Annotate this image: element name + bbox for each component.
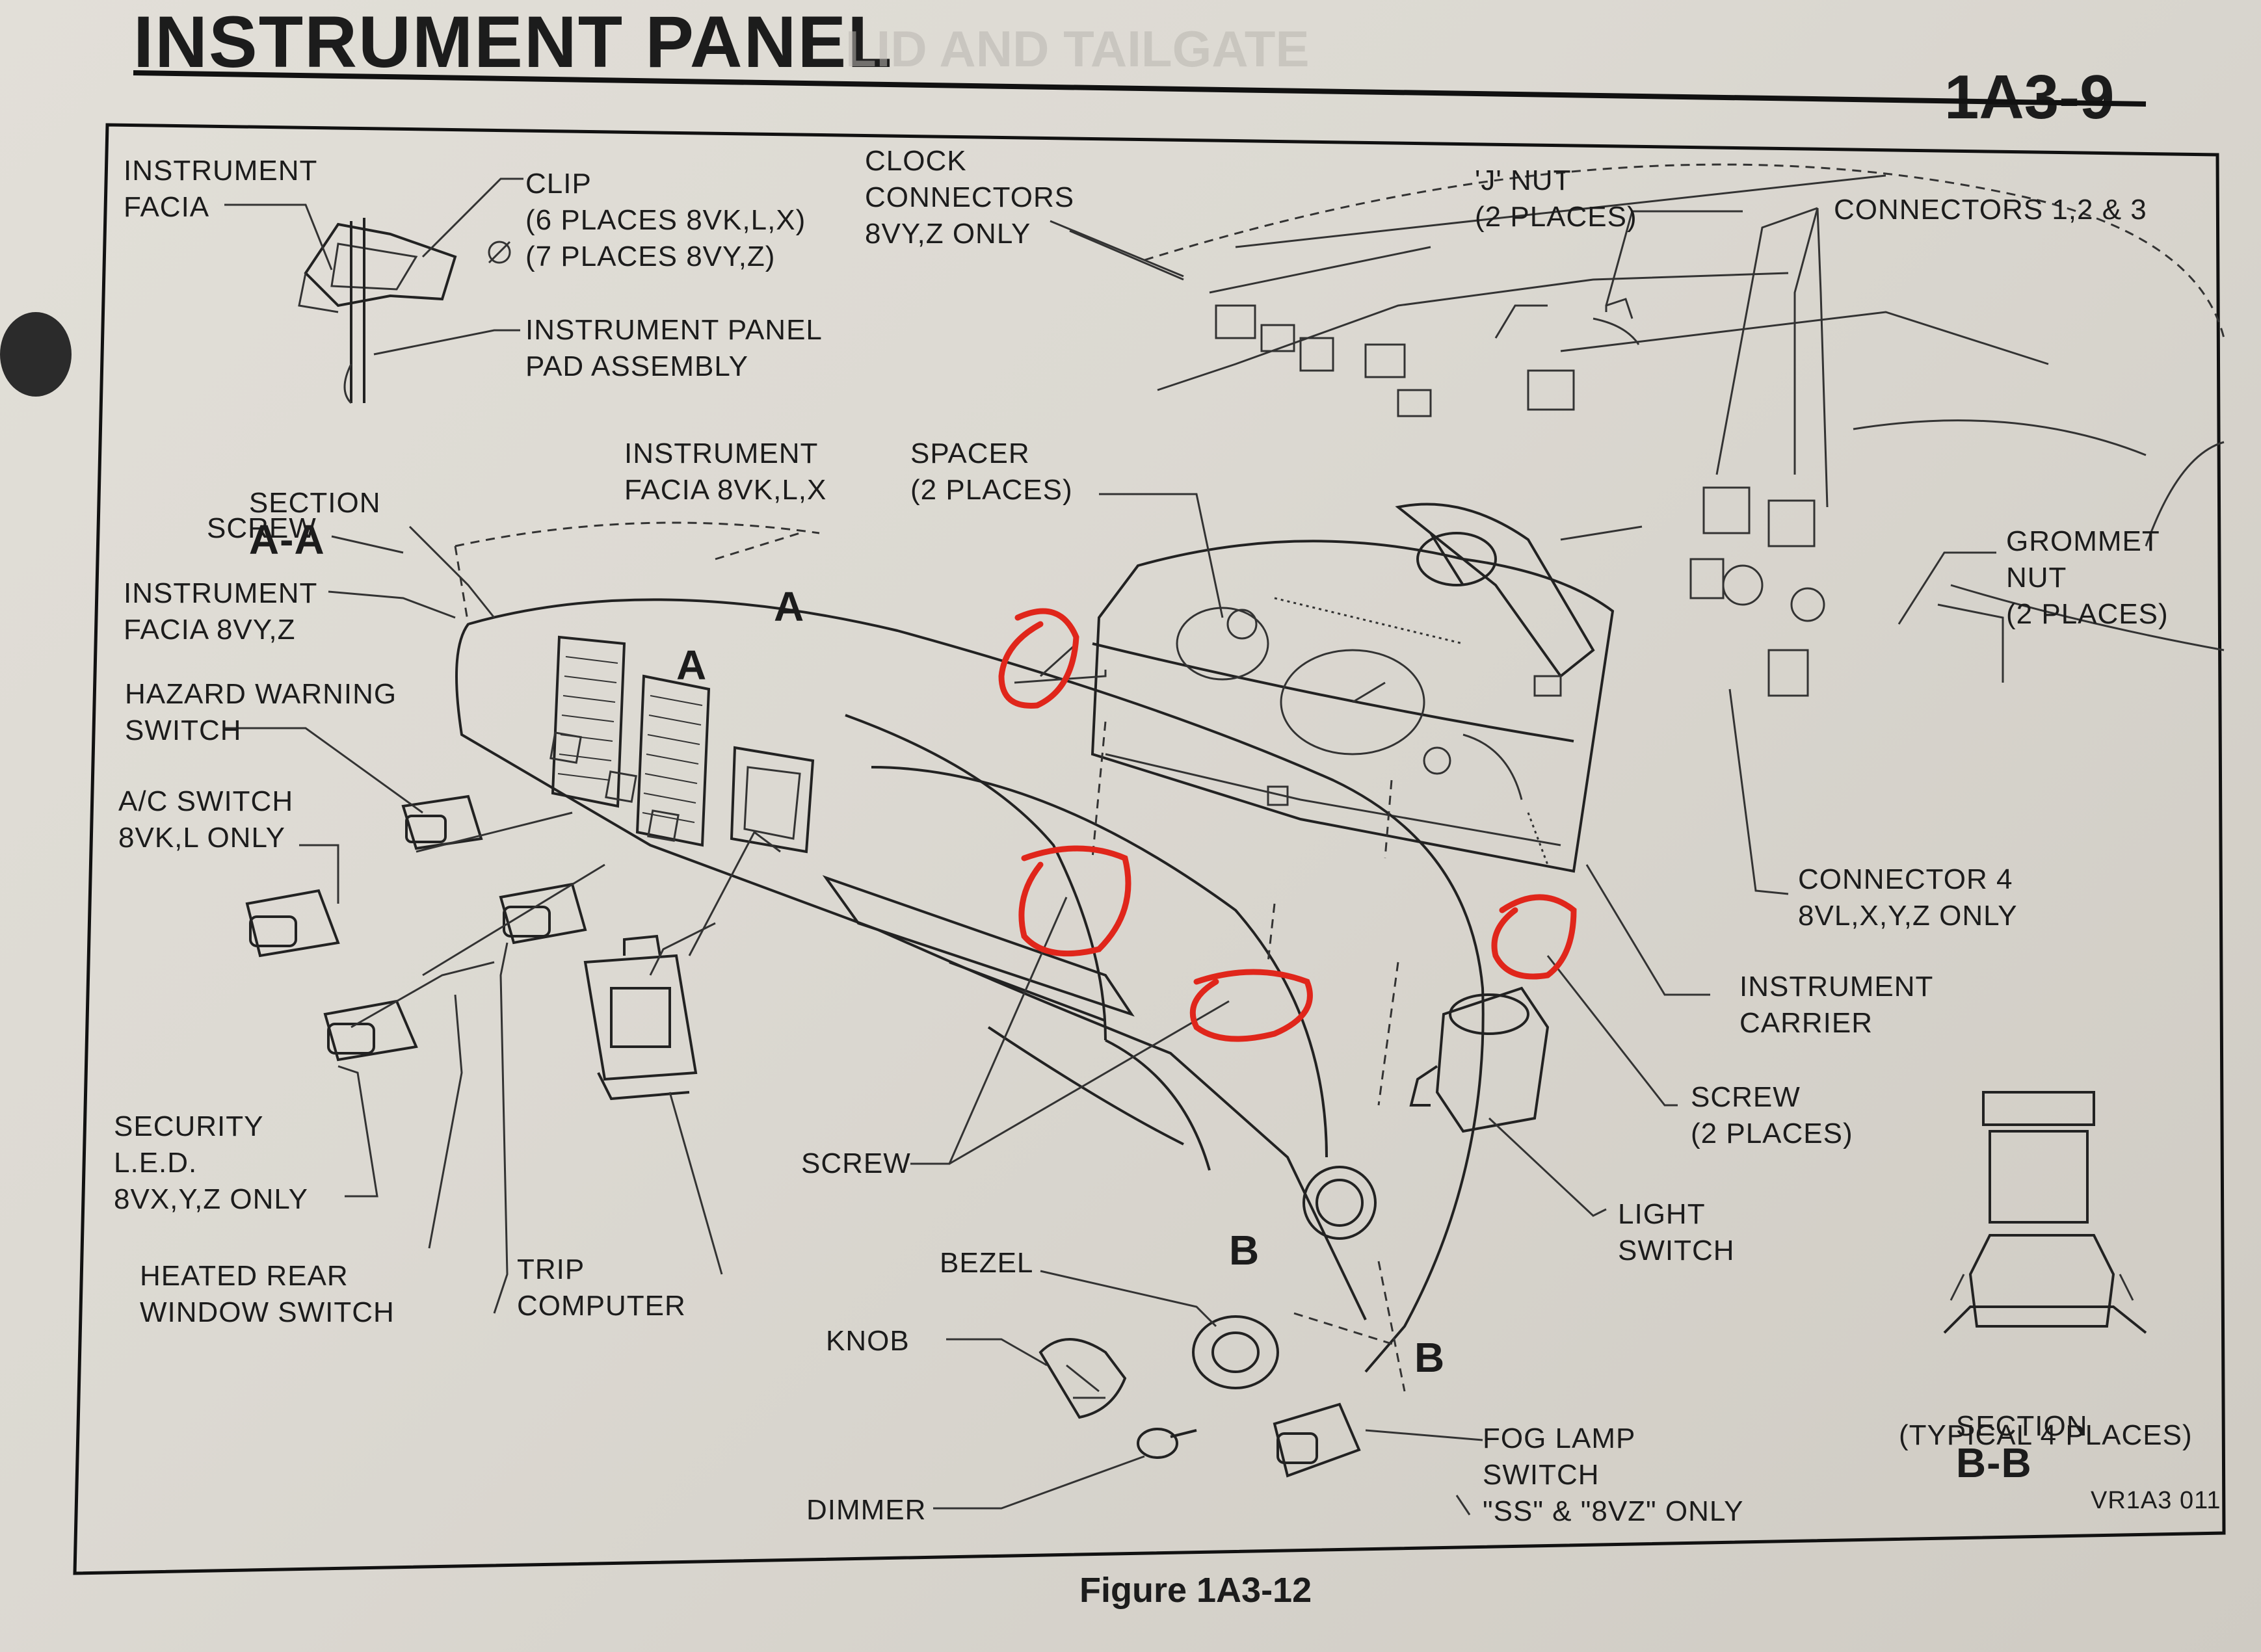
figure-caption: Figure 1A3-12 xyxy=(1079,1571,1312,1610)
instrument-cluster xyxy=(1091,540,1615,873)
figure-frame xyxy=(73,123,2226,1575)
section-aa-word: SECTION xyxy=(248,487,381,519)
section-marker-a1: A xyxy=(676,642,707,688)
right-leaders xyxy=(1050,207,1996,1107)
center-leaders xyxy=(715,493,1399,1165)
label-screw-center: SCREW xyxy=(801,1147,911,1179)
page-title: INSTRUMENT PANEL xyxy=(133,1,893,83)
page-number: 1A3-9 xyxy=(1944,62,2115,132)
red-circle-3 xyxy=(1189,969,1313,1042)
label-heated-rear: HEATED REAR WINDOW SWITCH xyxy=(140,1260,395,1328)
section-marker-a2: A xyxy=(774,583,805,630)
label-screw-left: SCREW xyxy=(207,512,317,544)
label-facia-8vklx: INSTRUMENT FACIA 8VK,L,X xyxy=(624,438,827,506)
binder-hole xyxy=(0,312,72,397)
label-section-bb-note: (TYPICAL 4 PLACES) xyxy=(1899,1419,2193,1451)
label-knob: KNOB xyxy=(826,1325,910,1357)
lower-parts xyxy=(933,1166,1483,1515)
instrument-facia xyxy=(454,521,1485,1373)
label-dimmer: DIMMER xyxy=(806,1494,927,1526)
dashboard-background xyxy=(1144,163,2225,697)
section-aa-letters: A-A xyxy=(248,516,325,563)
section-marker-b2: B xyxy=(1414,1334,1446,1381)
clip-detail xyxy=(298,218,457,404)
label-grommet-nut: GROMMET NUT (2 PLACES) xyxy=(2006,525,2169,630)
label-connectors: CONNECTORS 1,2 & 3 xyxy=(1834,194,2147,226)
label-clock-connectors: CLOCK CONNECTORS 8VY,Z ONLY xyxy=(865,145,1075,250)
section-bb-word: SECTION xyxy=(1955,1410,2088,1442)
label-bezel: BEZEL xyxy=(940,1247,1034,1279)
red-circle-4 xyxy=(1491,894,1577,980)
label-trip-computer: TRIP COMPUTER xyxy=(517,1253,686,1322)
label-fog-lamp: FOG LAMP SWITCH "SS" & "8VZ" ONLY xyxy=(1483,1423,1744,1527)
label-j-nut: 'J' NUT (2 PLACES) xyxy=(1475,164,1637,233)
section-bb-letters: B-B xyxy=(1955,1439,2032,1486)
red-circle-1 xyxy=(998,608,1079,709)
label-connector-4: CONNECTOR 4 8VL,X,Y,Z ONLY xyxy=(1798,863,2018,932)
label-instrument-facia: INSTRUMENT FACIA xyxy=(124,155,318,223)
label-hazard-switch: HAZARD WARNING SWITCH xyxy=(125,678,397,746)
label-clip: CLIP (6 PLACES 8VK,L,X) (7 PLACES 8VY,Z) xyxy=(525,168,806,272)
label-light-switch: LIGHT SWITCH xyxy=(1618,1198,1735,1266)
label-facia-8vyz: INSTRUMENT FACIA 8VY,Z xyxy=(124,577,318,646)
section-marker-b1: B xyxy=(1229,1227,1260,1274)
red-circle-2 xyxy=(1018,845,1131,957)
left-switches xyxy=(245,794,698,1101)
label-instrument-carrier: INSTRUMENT CARRIER xyxy=(1739,971,1934,1039)
label-ac-switch: A/C SWITCH 8VK,L ONLY xyxy=(118,785,294,854)
label-pad-assembly: INSTRUMENT PANEL PAD ASSEMBLY xyxy=(525,314,823,382)
bleed-through-text: LID AND TAILGATE xyxy=(845,20,1310,77)
label-screw-carrier: SCREW (2 PLACES) xyxy=(1691,1081,1853,1149)
facia-apertures xyxy=(549,731,815,854)
header-rule xyxy=(133,70,2147,107)
label-security-led: SECURITY L.E.D. 8VX,Y,Z ONLY xyxy=(114,1110,308,1215)
label-spacer: SPACER (2 PLACES) xyxy=(910,438,1073,506)
light-switch-part xyxy=(1409,986,1607,1217)
left-leaders xyxy=(224,525,781,1314)
figure-ref-code: VR1A3 011 xyxy=(2091,1487,2221,1514)
red-annotations xyxy=(998,608,1577,1042)
label-section-bb: SECTION B-B xyxy=(1922,1372,2087,1523)
label-section-aa: SECTION A-A xyxy=(215,449,380,599)
section-bb-detail xyxy=(1943,1091,2147,1334)
